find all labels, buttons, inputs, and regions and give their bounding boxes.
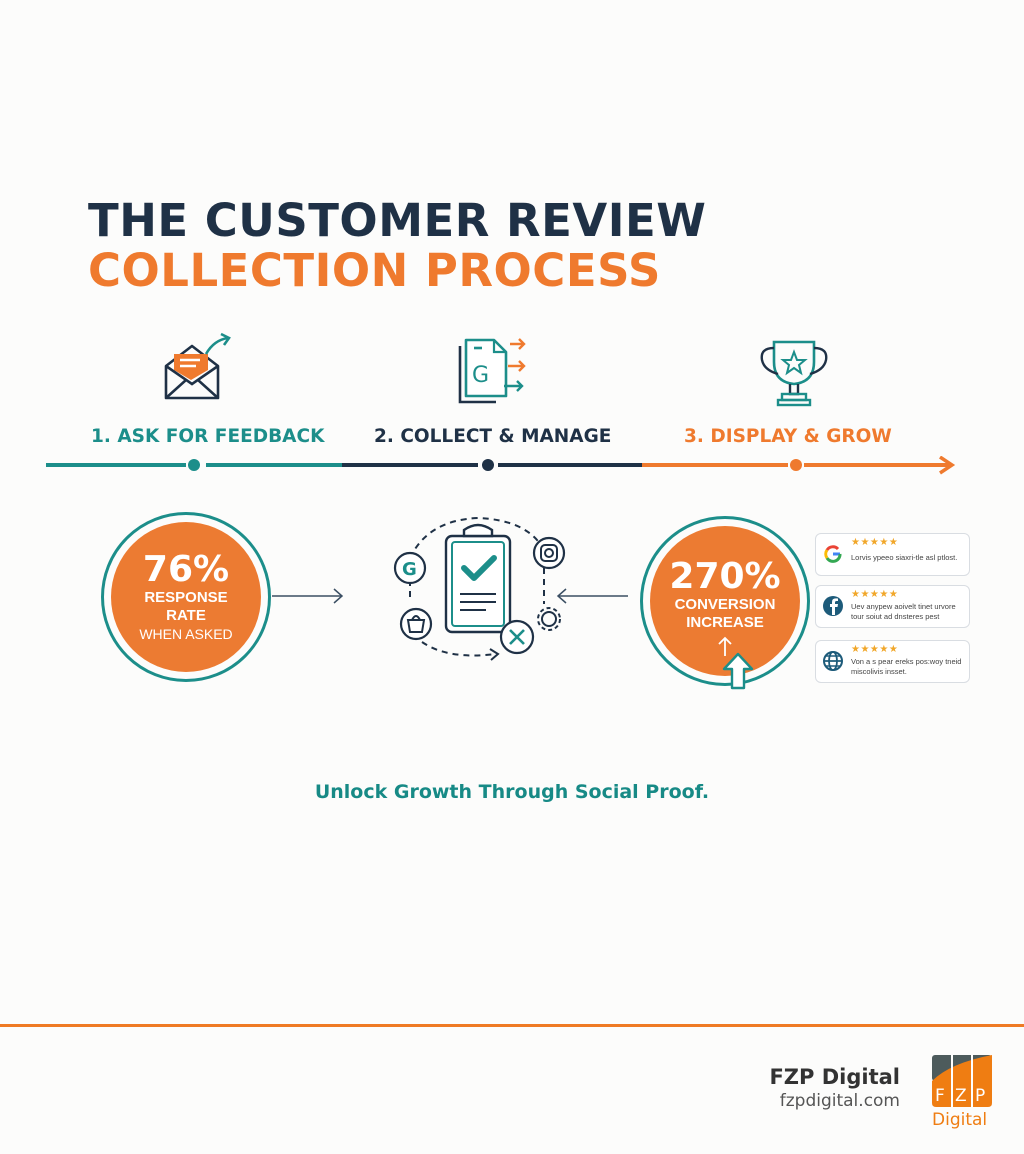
facebook-icon <box>823 596 843 616</box>
stat-line-2: RATE <box>166 607 206 624</box>
logo-letter-z: Z <box>955 1086 967 1106</box>
stat-conversion-increase: 270% CONVERSION INCREASE <box>640 516 810 686</box>
growth-arrow-icon <box>722 652 754 690</box>
step-label-collect-and-manage: 2. COLLECT & MANAGE <box>374 426 612 447</box>
review-card-google: ★★★★★ Lorvis ypeeo siaxri-tle asl ptlost… <box>815 533 970 576</box>
stat-line-1: CONVERSION <box>674 596 776 613</box>
footer-divider <box>0 1024 1024 1027</box>
review-text: Lorvis ypeeo siaxri-tle asl ptlost. <box>851 553 958 562</box>
timeline-node-3 <box>790 459 802 471</box>
logo-word-digital: Digital <box>932 1110 987 1129</box>
tagline: Unlock Growth Through Social Proof. <box>314 781 710 803</box>
stat-value: 76% <box>142 549 230 590</box>
step-label-ask-for-feedback: 1. ASK FOR FEEDBACK <box>91 426 325 447</box>
stat-conversion-fill: 270% CONVERSION INCREASE <box>650 526 800 676</box>
envelope-send-icon <box>164 332 231 400</box>
svg-text:G: G <box>472 363 489 388</box>
reject-x-icon <box>499 619 535 655</box>
stat-line-3: WHEN ASKED <box>139 626 233 642</box>
stat-line-1: RESPONSE <box>144 589 228 606</box>
timeline-node-2 <box>482 459 494 471</box>
review-text: Uev anypew aoivelt tinet urvore tour soi… <box>851 602 956 621</box>
brand-name: FZP Digital <box>769 1065 900 1089</box>
instagram-icon <box>532 536 566 570</box>
google-icon <box>824 545 842 563</box>
star-rating: ★★★★★ <box>851 644 899 655</box>
star-rating: ★★★★★ <box>851 537 899 548</box>
fzp-digital-logo: F Z P Digital <box>932 1055 992 1129</box>
arrow-left-icon <box>556 588 628 604</box>
review-text: Von a s pear ereks pos:woy tneid miscoli… <box>851 657 962 676</box>
brand-url[interactable]: fzpdigital.com <box>779 1091 900 1111</box>
google-document-forward-icon: G <box>458 338 526 404</box>
page-title: THE CUSTOMER REVIEW COLLECTION PROCESS <box>88 196 706 296</box>
review-card-facebook: ★★★★★ Uev anypew aoivelt tinet urvore to… <box>815 585 970 628</box>
stat-response-rate-fill: 76% RESPONSE RATE WHEN ASKED <box>111 522 261 672</box>
globe-icon <box>823 651 843 671</box>
review-card-website: ★★★★★ Von a s pear ereks pos:woy tneid m… <box>815 640 970 683</box>
google-icon: G <box>393 551 427 585</box>
clipboard-check-icon <box>444 523 512 634</box>
logo-letter-p: P <box>975 1086 985 1106</box>
timeline-node-1 <box>188 459 200 471</box>
title-line-2: COLLECTION PROCESS <box>88 244 661 297</box>
stat-response-rate: 76% RESPONSE RATE WHEN ASKED <box>101 512 271 682</box>
process-timeline <box>46 456 956 475</box>
svg-text:G: G <box>402 559 417 580</box>
title-line-1: THE CUSTOMER REVIEW <box>88 194 707 247</box>
step-label-display-and-grow: 3. DISPLAY & GROW <box>684 426 892 447</box>
arrow-right-icon <box>272 588 344 604</box>
gear-icon <box>537 607 561 631</box>
basket-icon <box>399 607 433 641</box>
trophy-star-icon <box>760 340 828 407</box>
stat-line-2: INCREASE <box>686 614 764 631</box>
review-management-hub: G <box>393 516 566 661</box>
star-rating: ★★★★★ <box>851 589 899 600</box>
up-arrow-icon <box>718 636 732 656</box>
logo-letter-f: F <box>935 1086 945 1106</box>
stat-value: 270% <box>669 556 781 597</box>
